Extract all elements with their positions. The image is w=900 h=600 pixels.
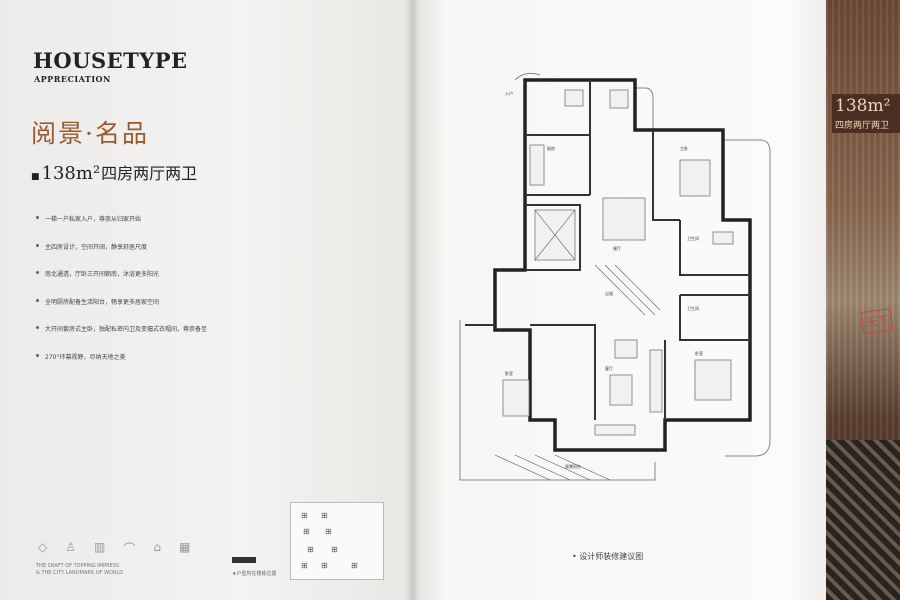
amenity-icon: ◇	[38, 540, 48, 554]
interior-wall	[652, 130, 750, 276]
bullet-icon	[36, 216, 39, 219]
room-label-entry: 入户	[505, 90, 513, 96]
feature-item: 全明厨房配备生活阳台，畅享更多居家空间	[36, 297, 207, 325]
building-icon: ⊞	[351, 561, 358, 570]
photo-area-tag: 138m² 四房两厅两卫	[832, 94, 900, 133]
bullet-icon	[36, 298, 39, 302]
photo-area-text: 138m²	[835, 96, 891, 116]
headline: 阅景·名品	[31, 119, 149, 148]
balcony-outline	[723, 139, 771, 457]
building-location-map: ⊞ ⊞ ⊞ ⊞ ⊞ ⊞ ⊞ ⊞ ⊞	[290, 502, 384, 580]
balcony-outline	[635, 87, 654, 130]
room-label-bath: 卫生间	[687, 305, 699, 311]
amenity-icon: ♙	[65, 540, 76, 554]
balcony-outline	[459, 320, 656, 481]
interior-wall	[525, 80, 591, 196]
room-label-bedroom: 卧室	[505, 370, 513, 376]
amenity-icon: ▥	[94, 540, 106, 554]
interior-wall	[525, 204, 581, 271]
feature-item: 270°环幕视野，尽纳天地之美	[36, 352, 207, 380]
sofa	[649, 349, 663, 413]
feature-item: 一梯一户私家入户，尊崇从归家开始	[36, 214, 207, 242]
balcony-hatch	[494, 454, 611, 481]
interior-photo	[826, 0, 900, 600]
unit-spec: ■ 138m² 四房两厅两卫	[31, 160, 197, 184]
room-label-master: 主卧	[680, 145, 688, 151]
room-label-corridor: 过道	[605, 290, 613, 296]
feature-item: 大开间套房式主卧，独配私密内卫及变幅式衣帽间，尊崇备至	[36, 324, 207, 352]
slogan-line: & THE CITY LANDMARK OF WORLD	[36, 570, 124, 576]
room-label-living: 客厅	[605, 365, 613, 371]
tv-cabinet	[594, 424, 636, 436]
bed	[502, 379, 530, 417]
room-label-bedroom: 卧室	[695, 350, 703, 356]
plan-caption: • 设计师装修建议图	[572, 552, 644, 561]
photo-sub-text: 四房两厅两卫	[835, 121, 890, 131]
room-label-balcony: 观景阳台	[565, 463, 581, 469]
bullet-icon	[36, 326, 39, 329]
laundry	[564, 89, 584, 107]
building-icon: ⊞	[321, 561, 328, 570]
building-icon: ⊞	[307, 545, 314, 554]
outer-wall	[493, 78, 752, 452]
left-page	[0, 0, 412, 600]
door-arc	[514, 72, 541, 81]
building-icon: ⊞	[301, 511, 308, 520]
interior-wall	[679, 294, 750, 341]
kitchen-counter	[529, 144, 545, 186]
feature-list: 一梯一户私家入户，尊崇从归家开始 主四房设计，空间开阔，静享舒居尺度 南北通透，…	[36, 214, 207, 379]
room-label-bath: 卫生间	[687, 235, 699, 241]
page-title: HOUSETYPE	[33, 48, 188, 73]
building-icon: ⊞	[331, 545, 338, 554]
room-label-dining: 餐厅	[613, 245, 621, 251]
building-icon: ⊞	[301, 561, 308, 570]
amenity-icon: ▦	[178, 540, 191, 554]
dining-table	[602, 197, 646, 241]
amenity-icon: ⌒	[123, 542, 136, 556]
feature-item: 主四房设计，空间开阔，静享舒居尺度	[36, 242, 207, 270]
spec-marker-icon: ■	[31, 172, 40, 182]
interior-wall	[530, 324, 596, 420]
slogan-line: THE CRAFT OF TOPPING IMPRESS	[36, 563, 120, 569]
bullet-icon	[36, 353, 39, 357]
room-label-kitchen: 厨房	[547, 145, 555, 151]
page-subtitle: APPRECIATION	[34, 74, 111, 84]
bullet-icon	[36, 271, 39, 274]
building-icon: ⊞	[325, 527, 332, 536]
elevator-mark	[534, 209, 576, 261]
building-icon: ⊞	[321, 511, 328, 520]
building-location-caption: ★户型所在楼栋位置	[232, 571, 277, 577]
bed	[679, 159, 711, 197]
slogan: THE CRAFT OF TOPPING IMPRESS & THE CITY …	[36, 563, 123, 577]
armchair	[614, 339, 638, 359]
floor-plan: 主卧 卧室 卧室 客厅 餐厅 厨房 卫生间 卫生间 观景阳台 入户 过道	[459, 72, 771, 481]
photo-stamp: 天下	[860, 308, 894, 334]
spec-area: 138m²	[41, 163, 101, 184]
amenity-icon: ⌂	[153, 540, 161, 554]
bathtub	[712, 231, 734, 245]
bullet-icon	[36, 243, 39, 247]
building-icon: ⊞	[303, 527, 310, 536]
page-gutter	[405, 0, 419, 600]
amenity-icons: ◇ ♙ ▥ ⌒ ⌂ ▦	[38, 540, 190, 557]
coffee-table	[609, 374, 633, 406]
feature-item: 南北通透，厅卧三开间朝南，沐浴更多阳光	[36, 269, 207, 297]
photo-rug	[826, 440, 900, 600]
building-tag	[232, 557, 256, 563]
spec-rooms: 四房两厅两卫	[101, 164, 198, 183]
laundry	[609, 89, 629, 109]
bed	[694, 359, 732, 401]
floor-hatch	[594, 264, 661, 316]
